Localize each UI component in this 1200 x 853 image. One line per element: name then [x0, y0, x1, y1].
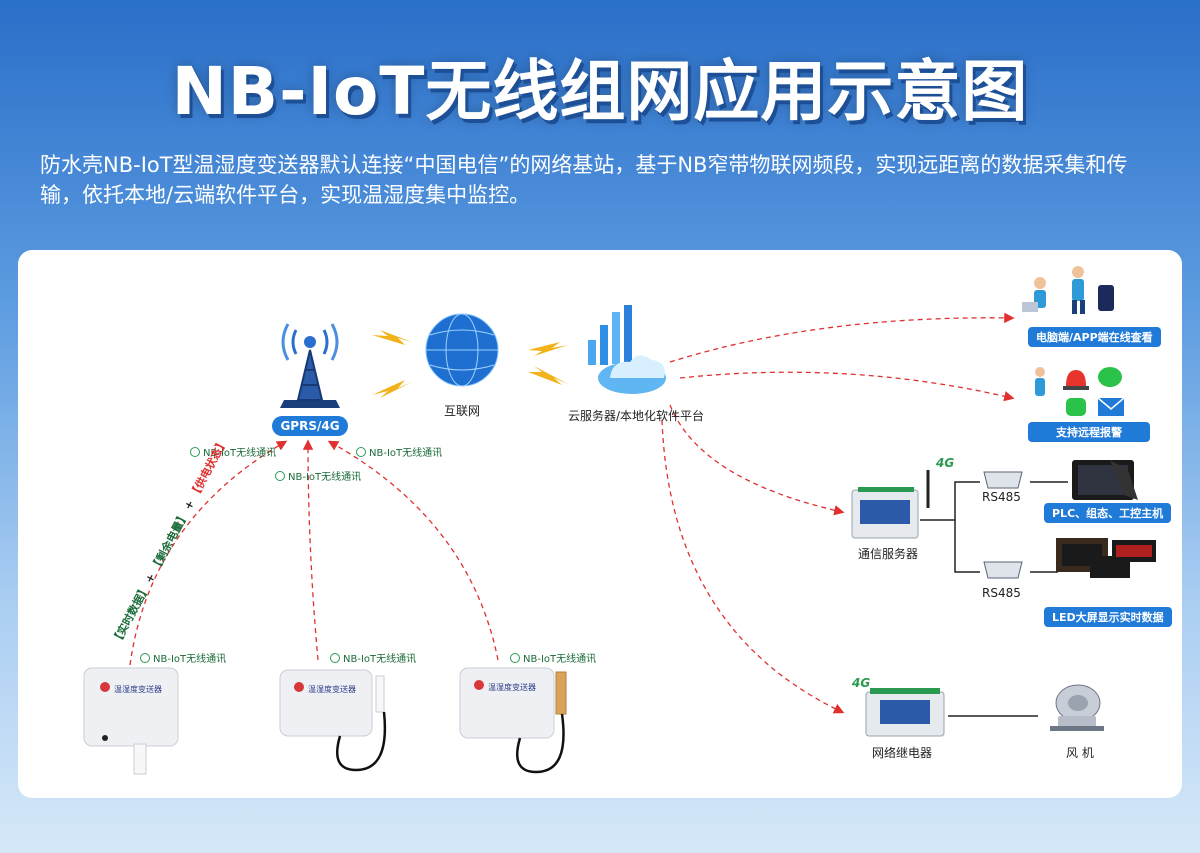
rs485-top-label: RS485 — [982, 490, 1021, 504]
sensor-2-label: 温湿度变送器 — [308, 685, 356, 694]
pc-app-badge: 电脑端/APP端在线查看 — [1028, 327, 1161, 347]
link-cloud-server — [669, 404, 845, 516]
plc-monitor — [1072, 460, 1138, 500]
comm-server-label: 通信服务器 — [858, 547, 919, 561]
sensor-3-label: 温湿度变送器 — [488, 683, 536, 692]
nb-label-5: NB-IoT无线通讯 — [330, 650, 416, 665]
nb-label-2: NB-IoT无线通讯 — [275, 468, 361, 483]
globe-mini-icon — [510, 652, 520, 663]
rs485-bottom-label: RS485 — [982, 586, 1021, 600]
comm-server-device — [851, 470, 930, 539]
globe-mini-icon — [275, 470, 285, 481]
fan-label: 风 机 — [1066, 746, 1094, 760]
globe-icon — [425, 313, 499, 387]
nb-label-4: NB-IoT无线通讯 — [140, 650, 226, 665]
globe-mini-icon — [356, 446, 366, 457]
nb-label-3: NB-IoT无线通讯 — [356, 444, 442, 459]
sensor-1-logo — [100, 682, 110, 692]
led-signs — [1056, 538, 1156, 578]
page-title: NB-IoT无线组网应用示意图 — [171, 53, 1029, 130]
rs485-connectors — [983, 471, 1023, 579]
cloud-label: 云服务器/本地化软件平台 — [568, 409, 705, 423]
relay-device — [865, 688, 945, 737]
alarm-badge: 支持远程报警 — [1028, 422, 1150, 442]
people-icon — [1022, 266, 1114, 314]
link-cloud-pc — [669, 312, 1015, 363]
sensor-1-label: 温湿度变送器 — [114, 685, 162, 694]
alarm-icons — [1035, 367, 1125, 416]
globe-mini-icon — [140, 652, 150, 663]
description: 防水壳NB-IoT型温湿度变送器默认连接“中国电信”的网络基站，基于NB窄带物联… — [40, 153, 1128, 207]
gprs-badge: GPRS/4G — [272, 416, 348, 436]
four-g-label-server: 4G — [936, 456, 955, 470]
lightning-icon — [372, 330, 568, 398]
wire-server-rs485 — [920, 481, 980, 573]
internet-label: 互联网 — [444, 404, 481, 418]
nb-label-1: NB-IoT无线通讯 — [190, 444, 276, 459]
tower-icon — [280, 323, 340, 408]
link-sensor2-tower — [302, 439, 319, 661]
payload-plus-1: + — [142, 571, 159, 586]
globe-mini-icon — [330, 652, 340, 663]
globe-mini-icon — [190, 446, 200, 457]
led-badge: LED大屏显示实时数据 — [1044, 607, 1172, 627]
link-cloud-alarm — [679, 371, 1015, 402]
nb-label-6: NB-IoT无线通讯 — [510, 650, 596, 665]
relay-label: 网络继电器 — [872, 746, 933, 760]
link-cloud-relay — [661, 419, 845, 714]
link-sensor3-tower — [327, 440, 499, 661]
sensor-2-logo — [294, 682, 304, 692]
sensor-3-logo — [474, 680, 484, 690]
four-g-label-relay: 4G — [852, 676, 871, 690]
plc-badge: PLC、组态、工控主机 — [1044, 503, 1172, 523]
cloud-icon — [588, 305, 666, 394]
fan-icon — [1050, 684, 1104, 731]
payload-plus-2: + — [181, 497, 198, 513]
link-sensor1-tower — [129, 440, 288, 666]
